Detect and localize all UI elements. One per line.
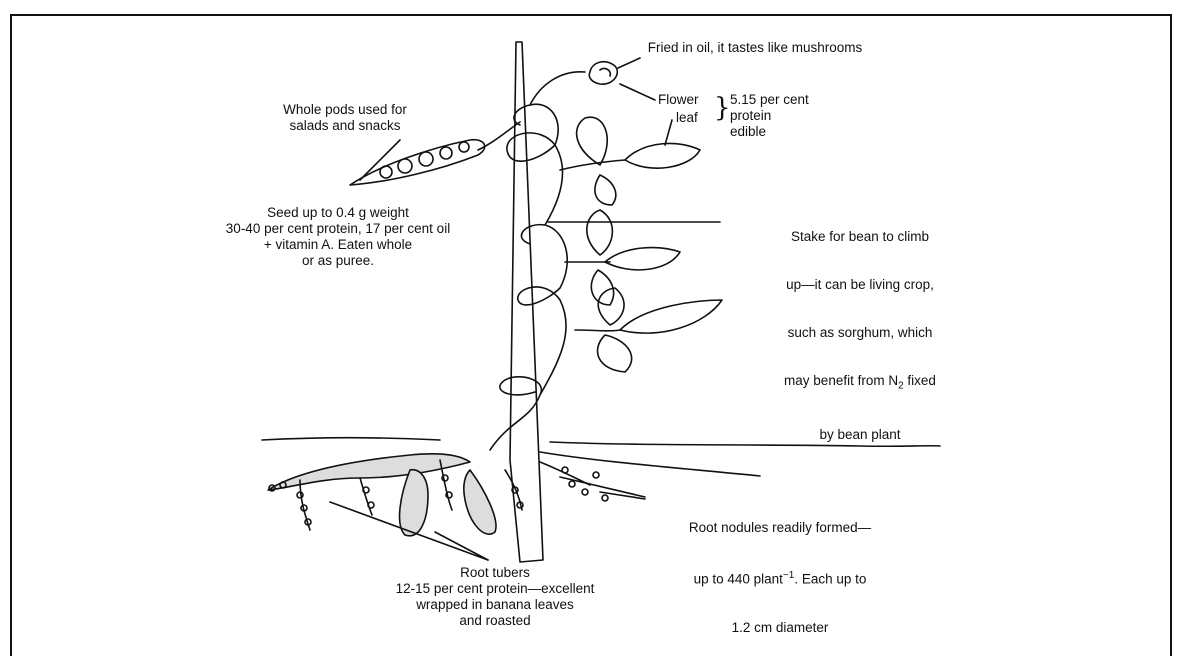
- pod: [350, 140, 485, 185]
- nodules-line-2-end: . Each up to: [794, 572, 866, 587]
- vine: [490, 72, 585, 450]
- leaf-1b: [625, 143, 700, 168]
- nodules-line-1: Root nodules readily formed—: [645, 520, 915, 536]
- stake-line-4-end: fixed: [904, 373, 936, 388]
- nodules-line-2-sup: −1: [783, 570, 794, 581]
- pointer-leaf: [665, 120, 672, 145]
- stake-line-1: Stake for bean to climb: [725, 229, 995, 245]
- brace: }: [714, 95, 731, 121]
- leaf-3b: [620, 300, 722, 333]
- label-leaf: leaf: [676, 110, 698, 126]
- nodules-line-2: up to 440 plant−1. Each up to: [645, 568, 915, 588]
- stake-line-3: such as sorghum, which: [725, 325, 995, 341]
- leaf-stem-3: [575, 330, 620, 331]
- leaf-1a: [577, 117, 608, 165]
- leaf-1c: [595, 175, 616, 205]
- label-fried: Fried in oil, it tastes like mushrooms: [575, 40, 935, 56]
- label-seed: Seed up to 0.4 g weight 30-40 per cent p…: [178, 205, 498, 269]
- stake-line-2: up—it can be living crop,: [725, 277, 995, 293]
- label-tubers: Root tubers 12-15 per cent protein—excel…: [370, 565, 620, 629]
- plant-illustration: [0, 0, 1179, 637]
- label-pods: Whole pods used for salads and snacks: [230, 102, 460, 134]
- tuber-mid: [400, 470, 428, 536]
- stake-line-4-text: may benefit from N: [784, 373, 898, 388]
- label-stake: Stake for bean to climb up—it can be liv…: [725, 197, 995, 475]
- bean-plant-diagram: Fried in oil, it tastes like mushrooms F…: [0, 0, 1179, 637]
- leaf-2c: [591, 270, 613, 305]
- leaf-stem-1: [560, 160, 625, 170]
- tuber-right: [464, 470, 496, 534]
- leaf-3c: [598, 335, 632, 372]
- leaf-2a: [587, 210, 613, 255]
- leaf-3a: [598, 288, 624, 325]
- nodules-line-3: 1.2 cm diameter: [645, 620, 915, 636]
- stake-line-4: may benefit from N2 fixed: [725, 373, 995, 395]
- pod-stalk: [478, 122, 520, 150]
- stake-line-5: by bean plant: [725, 427, 995, 443]
- pointer-fried: [618, 58, 640, 68]
- pointer-flower: [620, 84, 655, 100]
- leaf-2b: [605, 248, 680, 270]
- nodules-line-2-text: up to 440 plant: [694, 572, 783, 587]
- label-flower: Flower: [658, 92, 699, 108]
- label-protein: 5.15 per cent protein edible: [730, 92, 809, 140]
- flower: [589, 62, 617, 84]
- pointer-tubers-2: [435, 532, 488, 560]
- label-nodules: Root nodules readily formed— up to 440 p…: [645, 488, 915, 668]
